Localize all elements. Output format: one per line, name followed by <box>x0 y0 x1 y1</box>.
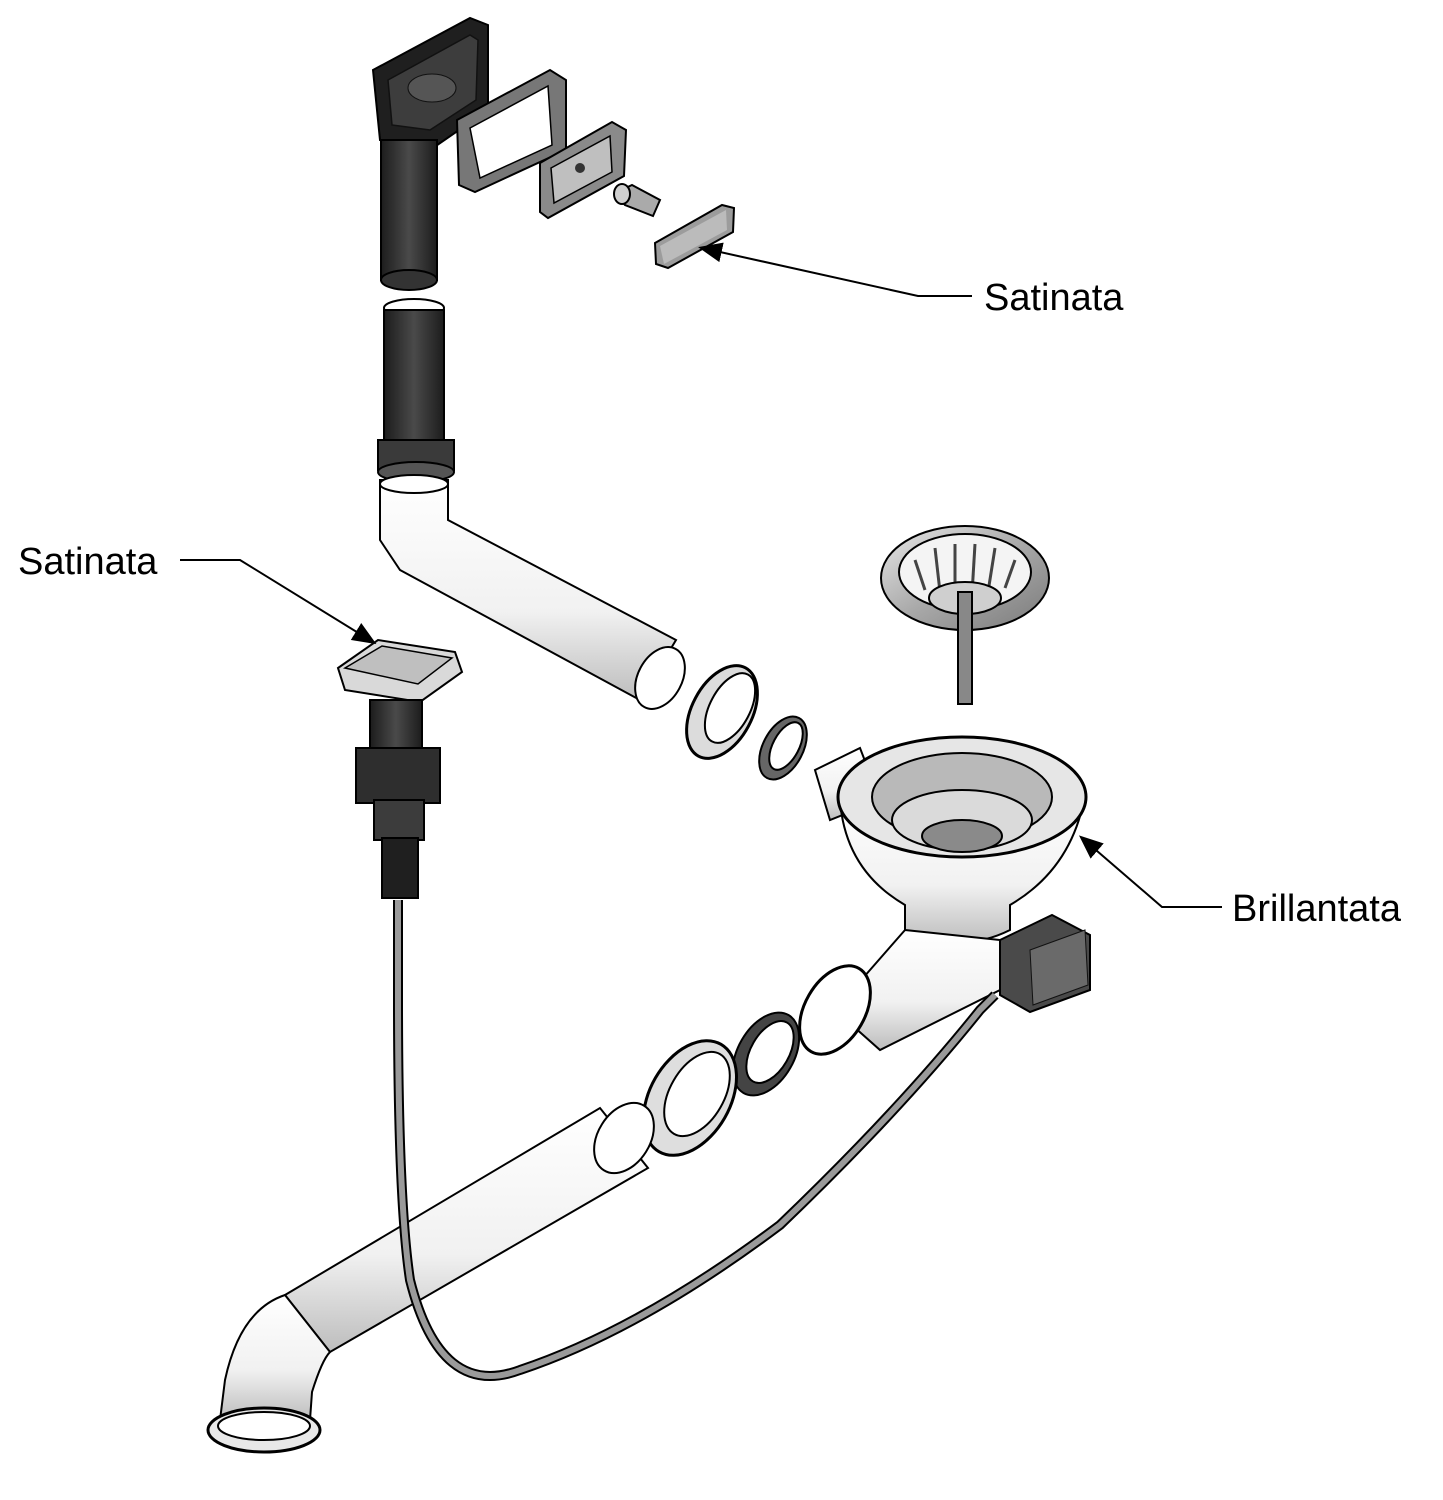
outlet-ring <box>731 1011 801 1097</box>
leader-lines <box>180 242 1222 908</box>
leader-left <box>180 559 377 645</box>
overflow-head <box>371 16 489 291</box>
overflow-cover <box>653 203 736 270</box>
overflow-tube <box>377 298 455 483</box>
overflow-pipe <box>379 474 686 710</box>
control-cable <box>393 900 999 1381</box>
main-drain-pipe <box>206 1101 655 1454</box>
leader-right <box>1078 835 1222 908</box>
overflow-junction <box>999 913 1091 1014</box>
outlet-pipe <box>798 928 1001 1056</box>
overflow-screw <box>613 183 662 218</box>
leader-top <box>698 242 972 297</box>
drain-body <box>813 735 1088 944</box>
label-satinata-overflow: Satinata <box>984 277 1124 319</box>
strainer-basket <box>880 525 1050 705</box>
label-satinata-button: Satinata <box>18 541 158 583</box>
overflow-nut <box>685 664 759 760</box>
popup-button <box>336 638 464 899</box>
label-brillantata-drain: Brillantata <box>1232 888 1401 930</box>
outlet-nut <box>642 1039 738 1157</box>
overflow-ring <box>758 715 808 781</box>
overflow-plate <box>539 120 628 220</box>
